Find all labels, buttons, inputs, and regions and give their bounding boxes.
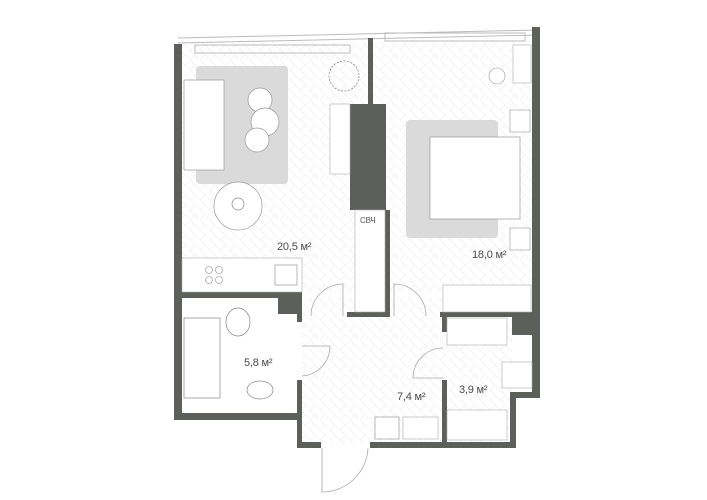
shoe-rack <box>402 416 439 440</box>
plant-icon <box>328 60 360 92</box>
kitchen-sink <box>274 264 298 286</box>
stove-burner-icon <box>215 276 223 284</box>
coffee-table <box>244 127 270 153</box>
kitchen-tall-cabinets <box>354 209 386 313</box>
toilet <box>225 307 251 337</box>
window-line <box>177 34 541 44</box>
radiator <box>194 44 351 54</box>
area-label-wardrobe: 3,9 м² <box>459 384 488 396</box>
area-label-living: 20,5 м² <box>277 241 312 253</box>
bedroom-wardrobe <box>442 284 532 313</box>
dining-table <box>213 181 263 231</box>
microwave-label: СВЧ <box>360 216 376 225</box>
tv-stand <box>329 103 351 175</box>
nightstand <box>509 109 531 133</box>
area-label-bedroom: 18,0 м² <box>472 249 507 261</box>
closet-shelves <box>446 409 508 441</box>
washbasin <box>246 380 274 400</box>
area-label-hallway: 7,4 м² <box>397 391 426 403</box>
closet-shelves <box>446 317 508 346</box>
area-label-bathroom: 5,8 м² <box>244 357 273 369</box>
dining-plant-icon <box>231 197 245 211</box>
chair <box>488 67 506 85</box>
stove-burner-icon <box>205 266 213 274</box>
nightstand <box>509 227 531 251</box>
radiator <box>384 32 526 42</box>
sofa <box>183 79 225 171</box>
bathtub <box>183 317 221 399</box>
bed <box>429 136 521 220</box>
doors <box>301 283 444 493</box>
pouf <box>374 416 400 440</box>
walls <box>174 27 540 448</box>
washing-machine <box>501 361 533 389</box>
stove-burner-icon <box>215 266 223 274</box>
kitchen-counter <box>181 257 303 293</box>
desk <box>512 44 532 84</box>
window-line <box>177 29 541 39</box>
stove-burner-icon <box>205 276 213 284</box>
